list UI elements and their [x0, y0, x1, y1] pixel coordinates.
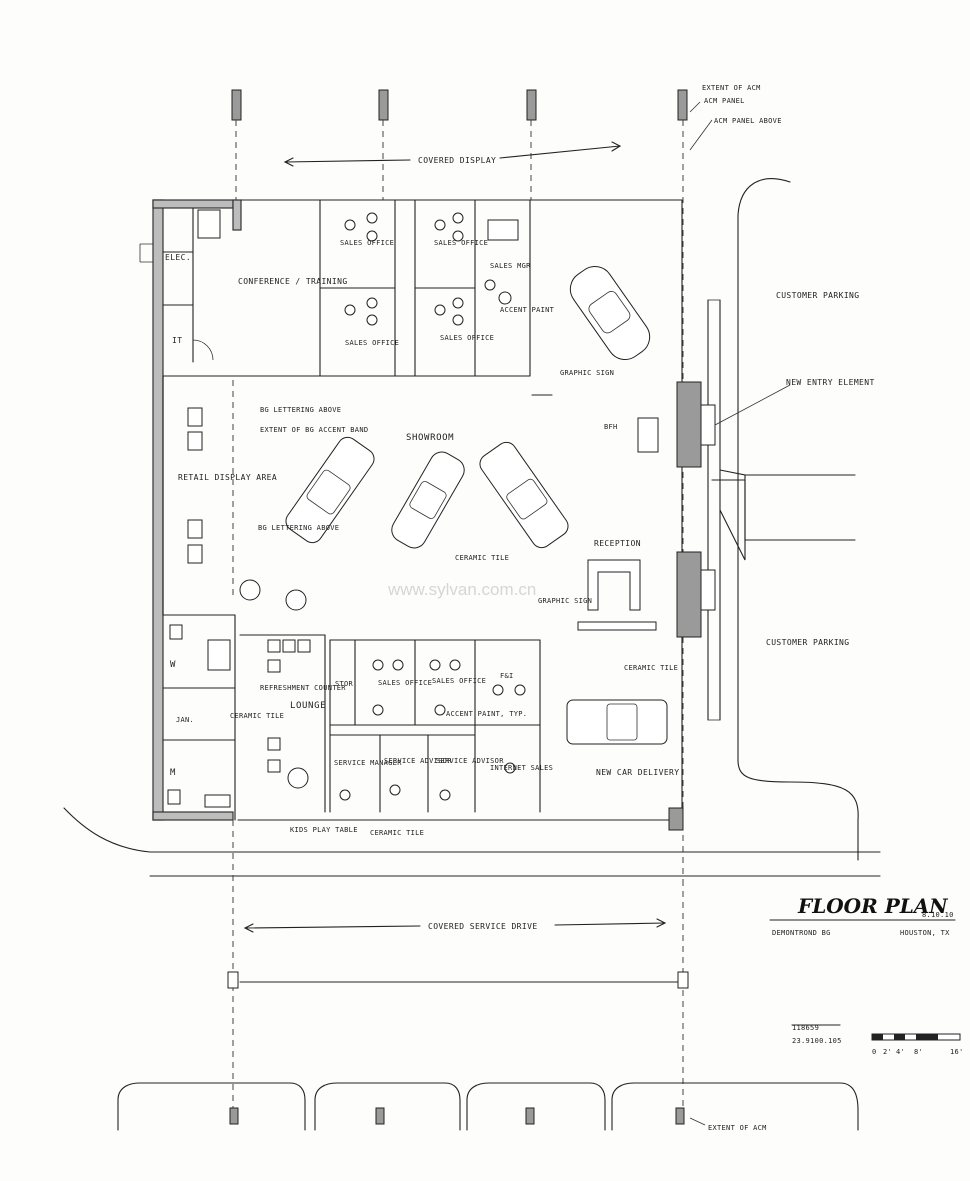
ceramic-tile-label-2: CERAMIC TILE: [230, 712, 284, 720]
scale-label-3: 8': [914, 1048, 923, 1056]
jan-room-label: JAN.: [176, 716, 194, 724]
sales-office-label-3: SALES OFFICE: [434, 239, 488, 247]
acm-panel-above-label: ACM PANEL ABOVE: [714, 117, 782, 125]
sales-office-label-1: SALES OFFICE: [340, 239, 394, 247]
scale-label-0: 0: [872, 1048, 877, 1056]
conference-block: [139, 199, 321, 377]
sales-office-label-4: SALES OFFICE: [440, 334, 494, 342]
retail-display-label: RETAIL DISPLAY AREA: [178, 473, 277, 482]
service-bays-bottom: [117, 1082, 859, 1131]
bg-accent-band-label: EXTENT OF BG ACCENT BAND: [260, 426, 368, 434]
service-advisor-label-1: SERVICE ADVISOR: [384, 757, 452, 765]
bfh-label: BFH: [604, 423, 618, 431]
accent-paint-label-1: ACCENT PAINT: [500, 306, 555, 314]
watermark: www.sylvan.com.cn: [387, 580, 536, 599]
scale-label-1: 2': [883, 1048, 892, 1056]
scale-label-2: 4': [896, 1048, 905, 1056]
customer-parking-label-1: CUSTOMER PARKING: [776, 291, 859, 300]
title-client: DEMONTROND BG: [772, 929, 831, 937]
internet-sales-label: INTERNET SALES: [490, 764, 553, 772]
ceramic-tile-label-3: CERAMIC TILE: [370, 829, 424, 837]
fi-office-label: F&I: [500, 672, 514, 680]
conference-room-label: CONFERENCE / TRAINING: [238, 277, 348, 286]
new-car-delivery-label: NEW CAR DELIVERY: [596, 768, 679, 777]
refreshment-counter-label: REFRESHMENT COUNTER: [260, 684, 346, 692]
customer-parking-label-2: CUSTOMER PARKING: [766, 638, 849, 647]
bfh-kiosk: [637, 417, 659, 453]
restroom-block: [162, 614, 236, 821]
canopy-columns-top: [231, 89, 688, 880]
reception-label: RECEPTION: [594, 539, 641, 548]
new-entry-element-label: NEW ENTRY ELEMENT: [786, 378, 875, 387]
it-room-label: IT: [172, 336, 182, 345]
scale-label-4: 16': [950, 1048, 964, 1056]
men-restroom-label: M: [170, 768, 176, 778]
scale-bar-labels: 0 2' 4' 8' 16': [872, 1048, 964, 1056]
showroom-tables: [239, 579, 309, 789]
acm-panel-label: ACM PANEL: [704, 97, 745, 105]
road-bottom: [63, 807, 881, 1110]
graphic-sign-label-1: GRAPHIC SIGN: [560, 369, 614, 377]
storage-label: STOR.: [335, 680, 358, 688]
ceramic-tile-label-4: CERAMIC TILE: [624, 664, 678, 672]
bg-lettering-above-label-2: BG LETTERING ABOVE: [258, 524, 339, 532]
service-manager-label: SERVICE MANAGER: [334, 759, 402, 767]
covered-display-label: COVERED DISPLAY: [418, 156, 496, 165]
project-code: 23.9100.105: [792, 1037, 842, 1045]
title-date: 8.10.10: [922, 911, 954, 919]
lounge-label: LOUNGE: [290, 701, 326, 711]
reception-desk: [577, 559, 657, 631]
sales-mgr-label: SALES MGR: [490, 262, 531, 270]
title-floor-plan: FLOOR PLAN: [797, 894, 948, 918]
retail-display: [162, 375, 203, 616]
extent-of-acm-top-label: EXTENT OF ACM: [702, 84, 761, 92]
sales-office-label-2: SALES OFFICE: [345, 339, 399, 347]
ceramic-tile-label-1: CERAMIC TILE: [455, 554, 509, 562]
extent-of-acm-bottom-label: EXTENT OF ACM: [708, 1124, 767, 1132]
lounge: [239, 634, 326, 813]
women-restroom-label: W: [170, 660, 176, 670]
covered-service-drive-label: COVERED SERVICE DRIVE: [428, 922, 538, 931]
covered-service-drive-arrow: [243, 918, 667, 933]
bg-lettering-above-label: BG LETTERING ABOVE: [260, 406, 341, 414]
sales-office-label-6: SALES OFFICE: [432, 677, 486, 685]
service-advisor-label-2: SERVICE ADVISOR: [436, 757, 504, 765]
scale-bar: [871, 1033, 961, 1041]
accent-paint-label-2: ACCENT PAINT, TYP.: [446, 710, 527, 718]
title-block: [769, 919, 956, 1026]
lower-offices: [329, 639, 541, 813]
covered-display-arrow: [283, 141, 622, 167]
elec-room-label: ELEC.: [165, 253, 191, 262]
project-number: 118659: [792, 1024, 819, 1032]
showroom-label: SHOWROOM: [406, 433, 454, 443]
graphic-sign-label-2: GRAPHIC SIGN: [538, 597, 592, 605]
sales-office-label-5: SALES OFFICE: [378, 679, 432, 687]
road-right: [707, 178, 859, 861]
sales-offices-top: [319, 199, 531, 377]
showroom-cars: [285, 265, 668, 745]
title-location: HOUSTON, TX: [900, 929, 950, 937]
kids-play-table-label: KIDS PLAY TABLE: [290, 826, 358, 834]
